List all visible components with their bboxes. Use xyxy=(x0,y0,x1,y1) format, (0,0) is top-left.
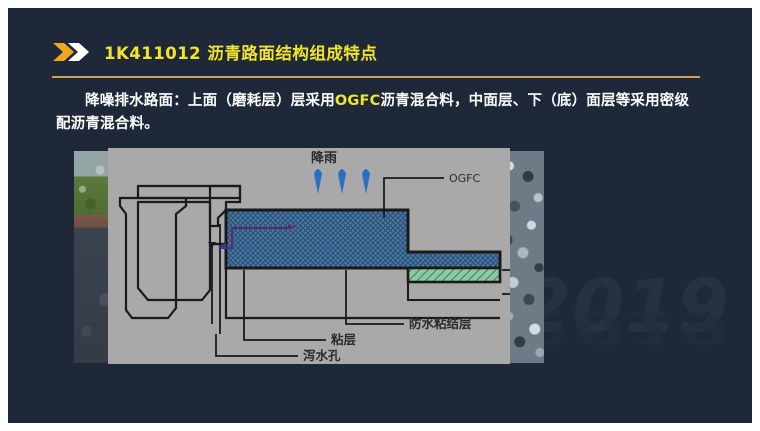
rain-arrow xyxy=(314,169,322,194)
body-text-line2: 层、下（底）面层等采用密级配沥青混合料。 xyxy=(56,93,690,133)
label-ogfc: OGFC xyxy=(449,172,481,185)
page-title: 1K411012 沥青路面结构组成特点 xyxy=(104,44,378,63)
watermark-year: 2019 xyxy=(520,270,730,350)
rain-arrow xyxy=(338,169,346,194)
rain-arrow xyxy=(362,169,370,194)
label-drain-hole: 泻水孔 xyxy=(303,348,341,363)
body-text-part1: 降噪排水路面：上面（磨耗层）层采用 xyxy=(85,93,335,109)
water-flow-arrowhead xyxy=(218,243,226,249)
body-paragraph: 降噪排水路面：上面（磨耗层）层采用OGFC沥青混合料，中面层、下（底）面层等采用… xyxy=(56,90,696,137)
inlet-cover-slab xyxy=(136,184,242,200)
body-text-accent: OGFC xyxy=(334,93,381,109)
watermark: 2019 2019 xyxy=(520,270,752,420)
body-text-part2: 沥青混合料，中面 xyxy=(380,93,499,109)
inlet-chamber xyxy=(136,200,212,302)
slide-canvas: 2019 2019 1K411012 沥青路面结构组成特点 降噪排水路面：上面（… xyxy=(8,8,752,423)
watermark-year-reflection: 2019 xyxy=(520,300,730,354)
ogfc-layer xyxy=(224,208,502,270)
impervious-layer xyxy=(406,266,502,284)
label-waterproof-bond-bottom: 防水粘结层 xyxy=(409,316,472,331)
double-chevron-icon xyxy=(52,41,94,63)
leader-drain-hole xyxy=(215,334,298,357)
label-tack-coat: 粘层 xyxy=(331,332,357,347)
leader-waterproof-bottom xyxy=(345,270,404,325)
leader-ogfc xyxy=(383,177,444,218)
water-flow-arrowhead-2 xyxy=(288,224,294,230)
slide-title-row: 1K411012 沥青路面结构组成特点 xyxy=(52,38,377,66)
leader-tack-coat xyxy=(243,270,326,341)
base-course-outline xyxy=(224,268,500,320)
pavement-section-diagram: 降雨 OGFC 防水粘结层 不透水结构层 防水粘结层 xyxy=(108,148,510,364)
figure-group: 降雨 OGFC 防水粘结层 不透水结构层 防水粘结层 xyxy=(74,148,544,368)
label-rain: 降雨 xyxy=(311,150,337,166)
drain-flow-arrowhead xyxy=(208,242,216,248)
rain-arrow-group xyxy=(314,169,370,194)
title-divider xyxy=(52,76,700,78)
subbase-outline xyxy=(407,282,500,301)
